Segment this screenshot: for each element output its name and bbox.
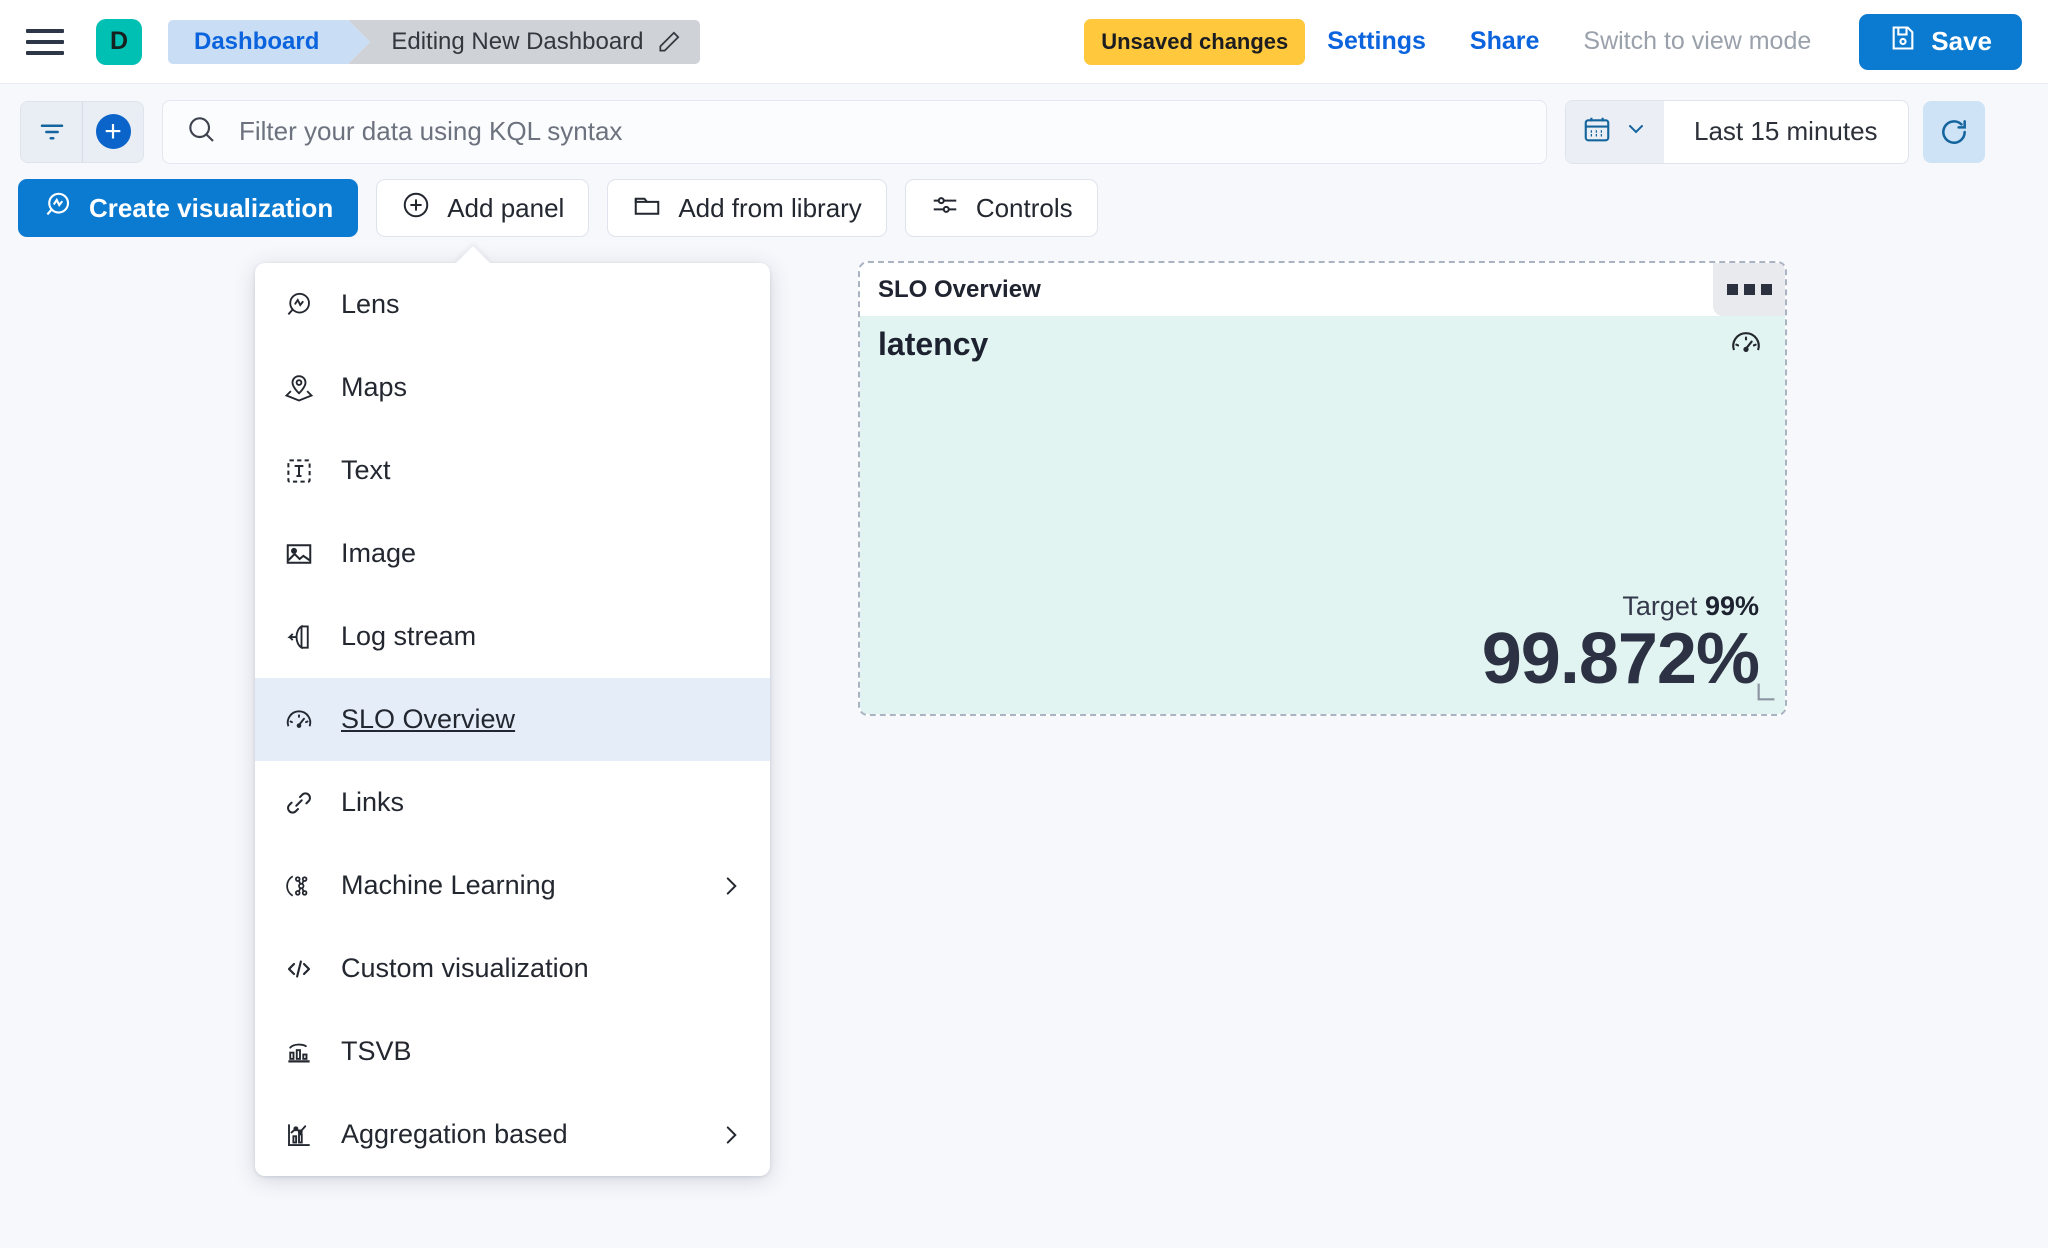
settings-link[interactable]: Settings	[1327, 27, 1426, 55]
menu-item-machine-learning[interactable]: Machine Learning	[255, 844, 770, 927]
tsvb-chart-icon	[283, 1036, 315, 1068]
query-bar: + Filter your data using KQL syntax	[0, 84, 2048, 179]
date-picker[interactable]: Last 15 minutes	[1565, 99, 1909, 164]
menu-item-label: Text	[341, 455, 391, 485]
menu-item-label: SLO Overview	[341, 704, 516, 734]
breadcrumb-dashboard[interactable]: Dashboard	[168, 19, 371, 64]
calendar-icon	[1582, 114, 1612, 149]
create-visualization-button[interactable]: Create visualization	[18, 179, 359, 237]
menu-item-custom-visualization[interactable]: Custom visualization	[255, 927, 770, 1010]
plus-circle-outline-icon	[401, 190, 431, 227]
menu-item-label: Log stream	[341, 621, 477, 651]
header-actions: Unsaved changes Settings Share Switch to…	[1084, 13, 2022, 70]
status-badge: Unsaved changes	[1084, 18, 1306, 65]
switch-to-view-mode-link[interactable]: Switch to view mode	[1583, 27, 1812, 55]
panel-title: SLO Overview	[878, 275, 1041, 303]
save-button[interactable]: Save	[1859, 13, 2022, 70]
save-button-label: Save	[1931, 26, 1992, 56]
filter-button-group: +	[20, 100, 144, 163]
chevron-right-icon	[718, 873, 744, 899]
dashboard-toolbar: Create visualization Add panel Add from …	[0, 179, 2048, 255]
log-stream-icon	[283, 621, 315, 653]
save-disk-icon	[1889, 24, 1917, 59]
add-filter-button[interactable]: +	[82, 101, 143, 162]
menu-item-label: Lens	[341, 289, 400, 319]
menu-item-image[interactable]: Image	[255, 512, 770, 595]
menu-item-lens[interactable]: Lens	[255, 263, 770, 346]
resize-corner-icon[interactable]	[1755, 681, 1777, 708]
slo-metric-name: latency	[878, 326, 989, 362]
menu-item-log-stream[interactable]: Log stream	[255, 595, 770, 678]
controls-button[interactable]: Controls	[904, 179, 1098, 237]
plus-circle-icon: +	[95, 114, 131, 149]
pencil-icon[interactable]	[656, 29, 682, 55]
menu-item-label: Custom visualization	[341, 953, 589, 983]
menu-item-maps[interactable]: Maps	[255, 346, 770, 429]
menu-item-tsvb[interactable]: TSVB	[255, 1010, 770, 1093]
controls-label: Controls	[975, 192, 1073, 223]
refresh-button[interactable]	[1922, 100, 1985, 163]
search-input[interactable]: Filter your data using KQL syntax	[162, 99, 1547, 164]
map-marker-icon	[283, 372, 315, 404]
search-icon	[185, 113, 217, 150]
panel-header: SLO Overview	[860, 263, 1785, 316]
grid-dots-icon[interactable]	[1713, 263, 1785, 316]
avatar[interactable]: D	[96, 18, 142, 65]
breadcrumb: Dashboard Editing New Dashboard	[168, 19, 700, 64]
menu-item-label: Links	[341, 787, 405, 817]
date-picker-range-label[interactable]: Last 15 minutes	[1694, 116, 1878, 146]
slo-target: Target 99%	[878, 591, 1759, 622]
chevron-down-icon	[1624, 117, 1648, 146]
slo-values: Target 99% 99.872%	[878, 591, 1760, 700]
menu-item-label: Aggregation based	[341, 1119, 568, 1149]
app-header: D Dashboard Editing New Dashboard Unsave…	[0, 0, 2048, 84]
add-panel-label: Add panel	[447, 192, 565, 223]
add-panel-button[interactable]: Add panel	[376, 179, 590, 237]
menu-item-slo-overview[interactable]: SLO Overview	[255, 678, 770, 761]
add-panel-menu: Lens Maps Text	[255, 263, 770, 1176]
text-box-icon	[283, 455, 315, 487]
dashboard-canvas: Lens Maps Text	[0, 255, 2048, 1248]
menu-item-label: Maps	[341, 372, 408, 402]
lens-icon	[43, 190, 73, 227]
machine-learning-icon	[283, 870, 315, 902]
link-icon	[283, 787, 315, 819]
slo-current-value: 99.872%	[1481, 619, 1760, 700]
share-link[interactable]: Share	[1469, 27, 1540, 55]
breadcrumb-editing-label: Editing New Dashboard	[391, 27, 644, 55]
add-from-library-label: Add from library	[678, 192, 862, 223]
slo-target-label: Target	[1622, 591, 1698, 622]
menu-item-aggregation-based[interactable]: Aggregation based	[255, 1093, 770, 1176]
aggregation-chart-icon	[283, 1119, 315, 1151]
filter-icon[interactable]	[21, 101, 82, 162]
breadcrumb-dashboard-label: Dashboard	[194, 27, 320, 55]
hamburger-menu-icon[interactable]	[26, 21, 68, 63]
add-from-library-button[interactable]: Add from library	[607, 179, 887, 237]
chevron-right-icon	[718, 1122, 744, 1148]
slo-target-value: 99%	[1704, 591, 1759, 622]
search-input-placeholder: Filter your data using KQL syntax	[239, 116, 623, 146]
create-visualization-label: Create visualization	[89, 192, 334, 223]
slo-overview-panel[interactable]: SLO Overview latency Target 99% 99.872%	[858, 261, 1787, 716]
menu-item-label: Image	[341, 538, 417, 568]
folder-icon	[632, 190, 662, 227]
date-picker-quick-select[interactable]	[1566, 100, 1664, 163]
image-icon	[283, 538, 315, 570]
menu-item-label: Machine Learning	[341, 870, 556, 900]
gauge-icon	[1729, 326, 1763, 365]
menu-item-label: TSVB	[341, 1036, 412, 1066]
gauge-icon	[283, 704, 315, 736]
menu-item-links[interactable]: Links	[255, 761, 770, 844]
code-brackets-icon	[283, 953, 315, 985]
breadcrumb-editing[interactable]: Editing New Dashboard	[348, 19, 700, 64]
panel-body: latency Target 99% 99.872%	[860, 316, 1785, 714]
controls-sliders-icon	[930, 190, 960, 227]
menu-item-text[interactable]: Text	[255, 429, 770, 512]
lens-icon	[283, 289, 315, 321]
